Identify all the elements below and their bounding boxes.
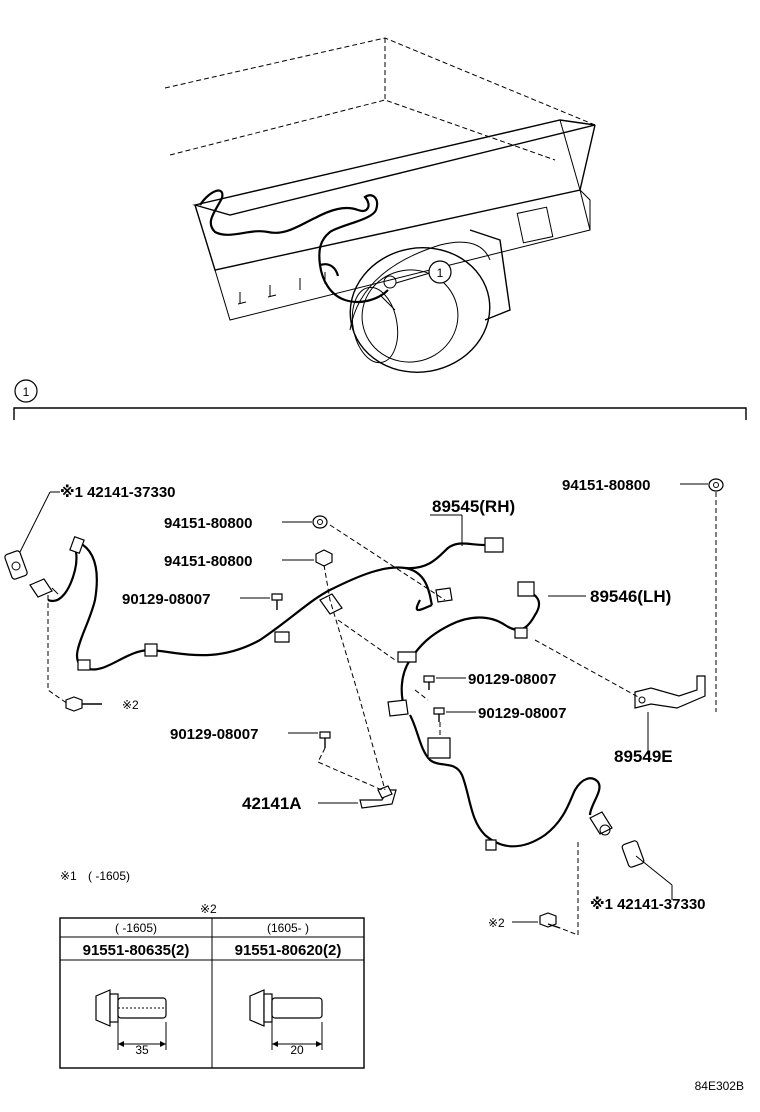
bolt-b bbox=[423, 675, 435, 690]
label-bolt-d: 90129-08007 bbox=[170, 726, 258, 743]
detail-diagram: ※1 42141-37330 ※1 42141-37330 bbox=[4, 477, 724, 936]
section-number: 1 bbox=[23, 385, 30, 399]
table-col1-dim: 35 bbox=[135, 1043, 149, 1057]
table-col1-part: 91551-80635(2) bbox=[83, 942, 190, 959]
label-bracket: 89549E bbox=[614, 747, 673, 766]
label-bolt-b: 90129-08007 bbox=[468, 671, 556, 688]
nut-c bbox=[708, 478, 724, 492]
label-bolt-c: 90129-08007 bbox=[478, 705, 566, 722]
section-header: 1 bbox=[13, 379, 747, 420]
bolt-note2-left bbox=[65, 696, 102, 712]
bolt-c bbox=[433, 707, 445, 722]
nut-a bbox=[312, 515, 328, 529]
label-clip: 42141A bbox=[242, 794, 302, 813]
abs-sensor-lh bbox=[4, 550, 59, 598]
rh-speed-sensor-wire bbox=[409, 714, 601, 848]
bolt-a bbox=[271, 593, 283, 610]
bolt-note2-bottom bbox=[539, 912, 561, 929]
table-col2-dim: 20 bbox=[290, 1043, 304, 1057]
label-nut-b: 94151-80800 bbox=[164, 553, 252, 570]
note-1: ※1 ( -1605) bbox=[60, 869, 130, 883]
table-col1-range: ( -1605) bbox=[115, 921, 157, 935]
table-bolt-35 bbox=[95, 989, 167, 1050]
bolt-d bbox=[319, 731, 331, 748]
rh-harness-wire bbox=[404, 542, 486, 570]
table-col2-part: 91551-80620(2) bbox=[235, 942, 342, 959]
truck-illustration bbox=[164, 37, 596, 373]
label-nut-a: 94151-80800 bbox=[164, 515, 252, 532]
label-nut-c: 94151-80800 bbox=[562, 477, 650, 494]
note1-mark: ※1 bbox=[60, 869, 77, 883]
bracket-89549e bbox=[634, 675, 706, 709]
label-harness-lh: 89546(LH) bbox=[590, 587, 671, 606]
label-note2-left: ※2 bbox=[122, 698, 139, 712]
abs-sensor-rh bbox=[589, 811, 645, 868]
label-note2-bottom: ※2 bbox=[488, 916, 505, 930]
lh-harness-wire bbox=[400, 588, 541, 711]
harness-wire-illustration bbox=[199, 189, 389, 304]
table-mark: ※2 bbox=[200, 902, 217, 916]
label-bolt-a: 90129-08007 bbox=[122, 591, 210, 608]
table-bolt-20 bbox=[249, 989, 323, 1050]
label-sensor-lh-top: ※1 42141-37330 bbox=[60, 483, 176, 501]
note1-range: ( -1605) bbox=[88, 869, 130, 883]
label-harness-rh: 89545(RH) bbox=[432, 497, 515, 516]
label-sensor-rh-bottom: ※1 42141-37330 bbox=[590, 895, 706, 913]
table-col2-range: (1605- ) bbox=[267, 921, 309, 935]
callout-number: 1 bbox=[437, 266, 444, 280]
table-note2: ※2 ( -1605) (1605- ) 91551-80635(2) 9155… bbox=[59, 902, 365, 1069]
figure-ref: 84E302B bbox=[695, 1079, 744, 1093]
callout-1: 1 bbox=[395, 260, 452, 284]
nut-b bbox=[315, 549, 333, 567]
